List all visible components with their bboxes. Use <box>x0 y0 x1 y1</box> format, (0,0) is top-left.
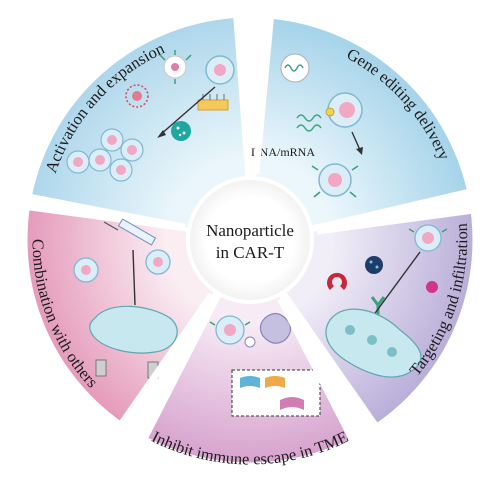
car-t-cell-icon <box>408 224 448 252</box>
targeting-illustration <box>325 224 448 378</box>
magnet-icon <box>327 272 347 290</box>
car-t-cell-icon <box>209 315 251 345</box>
center-hub: Nanoparticle in CAR-T <box>186 176 314 304</box>
target-t-cell-icon <box>325 92 363 128</box>
viral-vector-icon <box>280 53 310 83</box>
nanoparticle-icon <box>159 50 192 84</box>
dna-strand-icon <box>296 114 322 132</box>
polymer-nanoparticle-icon <box>125 84 149 108</box>
car-t-cell-icon <box>145 249 171 275</box>
expanded-t-cells <box>66 128 144 182</box>
arrow-icon <box>351 131 361 151</box>
car-t-cell-icon <box>73 257 99 283</box>
arrow-icon <box>159 86 216 136</box>
magnetic-nanoparticle-icon <box>365 256 383 274</box>
arrowhead-icon <box>157 130 166 138</box>
outer-ring <box>23 13 477 467</box>
combination-illustration <box>73 218 178 379</box>
arrow-icon <box>369 251 421 321</box>
t-cell-icon <box>205 55 235 85</box>
arrow-icon <box>132 249 136 306</box>
nanoparticle-icon <box>426 281 438 293</box>
magnetic-bead-icon <box>171 121 191 141</box>
gene-editing-illustration: DNA/mRNA <box>251 53 363 198</box>
center-title-line2: in CAR-T <box>216 243 285 262</box>
tumor-tissue <box>89 305 178 354</box>
center-title-line1: Nanoparticle <box>206 221 294 240</box>
arrowhead-icon <box>356 147 363 155</box>
nanoparticle-icon <box>244 336 256 348</box>
dna-mrna-label: DNA/mRNA <box>251 145 315 159</box>
receptor-interaction <box>240 376 304 410</box>
tumor-cell-icon <box>259 312 292 344</box>
vial-icon <box>95 359 107 377</box>
activation-illustration <box>66 50 235 182</box>
syringe-icon <box>103 218 157 246</box>
immune-escape-illustration <box>209 312 321 417</box>
segment-separators <box>26 14 478 443</box>
car-t-cell-icon <box>311 163 359 198</box>
segment-activation <box>31 18 251 241</box>
